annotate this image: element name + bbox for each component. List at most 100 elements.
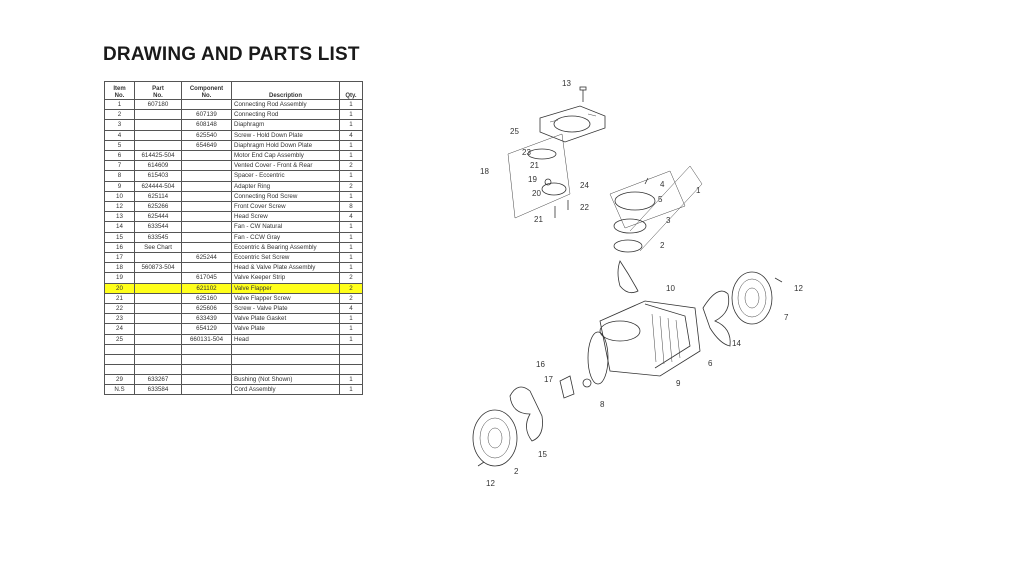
cell-description: Valve Keeper Strip (231, 272, 340, 284)
callout-label: 21 (534, 215, 543, 224)
cell-part (134, 363, 182, 375)
cell-item: 23 (104, 313, 135, 325)
cell-qty: 4 (339, 211, 363, 223)
head-assembly-box (507, 133, 703, 252)
cell-qty: 1 (339, 139, 363, 152)
cell-item (104, 363, 135, 375)
cell-qty: 2 (339, 292, 363, 305)
callout-label: 19 (528, 175, 537, 184)
cell-component: 660131-504 (181, 333, 232, 345)
cell-description: Motor End Cap Assembly (231, 150, 340, 162)
cell-qty: 1 (339, 150, 363, 162)
cell-description: Valve Plate (231, 323, 340, 335)
cell-description: Fan - CW Natural (231, 221, 340, 233)
cell-description: Valve Plate Gasket (231, 313, 340, 325)
cell-part: 625114 (134, 190, 182, 203)
cell-qty (339, 343, 363, 355)
cell-description: Diaphragm (231, 119, 340, 131)
cell-description: Cord Assembly (231, 384, 340, 396)
callout-label: 14 (732, 339, 741, 348)
callout-label: 15 (538, 450, 547, 459)
callout-label: 4 (660, 180, 665, 189)
cell-item: 13 (104, 211, 135, 223)
callout-label: 18 (480, 167, 489, 176)
cell-item: 6 (104, 150, 135, 162)
cell-description: Bushing (Not Shown) (231, 373, 340, 386)
cell-component (181, 384, 232, 396)
cell-component (181, 190, 232, 203)
cell-description: Head Screw (231, 211, 340, 223)
cell-qty: 1 (339, 231, 363, 243)
cell-component (181, 353, 232, 365)
cell-item: 25 (104, 333, 135, 345)
cell-item: 7 (104, 160, 135, 172)
cell-item: N.S (104, 384, 135, 396)
cell-part: 633267 (134, 373, 182, 386)
callout-label: 12 (794, 284, 803, 293)
cell-qty: 1 (339, 170, 363, 182)
cell-component (181, 231, 232, 243)
cell-qty: 4 (339, 129, 363, 141)
cell-part (134, 333, 182, 345)
cell-description: Connecting Rod (231, 109, 340, 121)
callout-label: 9 (676, 379, 681, 388)
cell-component (181, 160, 232, 172)
cell-qty: 1 (339, 241, 363, 254)
cell-item: 19 (104, 272, 135, 284)
callout-label: 20 (532, 189, 541, 198)
cell-qty: 1 (339, 252, 363, 264)
header-description: Description (231, 81, 340, 100)
cell-component (181, 343, 232, 355)
cell-part: 614609 (134, 160, 182, 172)
cell-part (134, 303, 182, 315)
cell-component (181, 201, 232, 213)
cell-component (181, 211, 232, 223)
cell-component: 621102 (181, 282, 232, 294)
cell-part (134, 353, 182, 365)
cell-component: 607139 (181, 109, 232, 121)
cell-qty: 1 (339, 323, 363, 335)
cell-part: 614425-504 (134, 150, 182, 162)
valve-plate-drawing (527, 148, 569, 218)
head-cover-drawing (539, 105, 606, 143)
cell-component: 625540 (181, 129, 232, 141)
cell-description: Head & Valve Plate Assembly (231, 262, 340, 274)
page-title: DRAWING AND PARTS LIST (103, 44, 360, 65)
callout-label: 7 (784, 313, 789, 322)
cell-qty: 2 (339, 272, 363, 284)
cell-part (134, 119, 182, 131)
cell-description: Spacer - Eccentric (231, 170, 340, 182)
screw-13-drawing (579, 86, 587, 102)
cell-description: Vented Cover - Front & Rear (231, 160, 340, 172)
cell-component (181, 98, 232, 111)
cell-qty (339, 353, 363, 365)
cell-component (181, 363, 232, 375)
cell-description: Screw - Hold Down Plate (231, 129, 340, 141)
callout-label: 3 (666, 216, 671, 225)
cell-qty: 4 (339, 303, 363, 315)
cell-description: Connecting Rod Assembly (231, 98, 340, 111)
cell-qty: 1 (339, 190, 363, 203)
cell-qty: 1 (339, 333, 363, 345)
cell-item: 10 (104, 190, 135, 203)
cell-item: 15 (104, 231, 135, 243)
cell-qty (339, 363, 363, 375)
callout-label: 1 (696, 186, 701, 195)
cell-component: 608148 (181, 119, 232, 131)
header-qty: Qty. (339, 81, 363, 100)
cell-part (134, 139, 182, 152)
